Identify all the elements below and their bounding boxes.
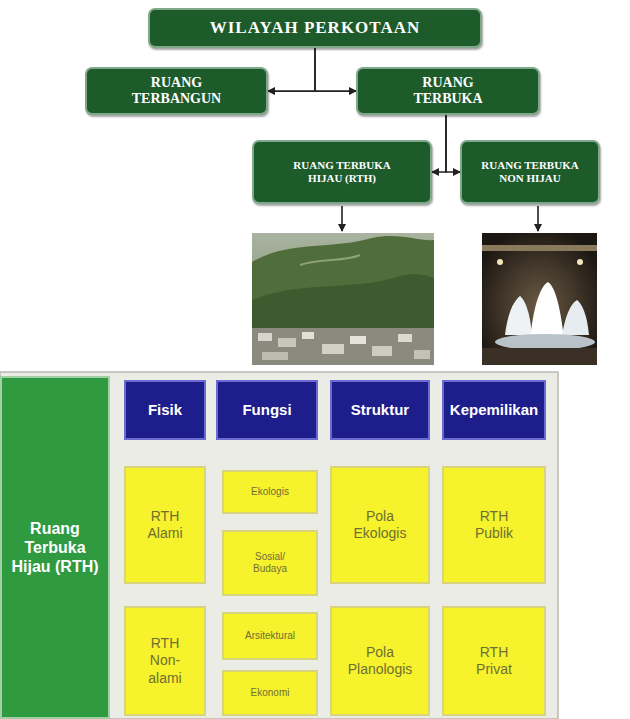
box-label: Pola Ekologis — [345, 508, 415, 543]
category-band: Ruang Terbuka Hijau (RTH) — [0, 376, 110, 719]
box-label: Arsitektural — [245, 630, 295, 642]
ceiling-lights — [482, 245, 597, 251]
water-jet — [505, 296, 532, 335]
building — [302, 332, 314, 339]
box-label: Ekonomi — [251, 687, 290, 699]
box-label: RTH Privat — [464, 644, 524, 679]
header-box: Struktur — [330, 380, 430, 440]
item-box: RTH Alami — [124, 466, 206, 584]
photo-ground — [252, 233, 434, 365]
pool — [495, 334, 595, 350]
photo-arrow — [341, 206, 343, 231]
lamp — [497, 259, 503, 265]
building — [322, 344, 344, 354]
water-jet — [530, 282, 564, 340]
box-label: Fisik — [148, 401, 182, 419]
header-box: Fungsi — [216, 380, 318, 440]
item-box: Pola Planologis — [330, 606, 430, 716]
lamp — [577, 259, 583, 265]
building — [278, 338, 296, 347]
building — [398, 334, 412, 342]
header-box: Kepemilikan — [442, 380, 546, 440]
box-label: Ekologis — [251, 486, 289, 498]
box-label: Struktur — [351, 401, 409, 419]
process-box: RUANG TERBUKA — [356, 67, 540, 115]
box-label: Kepemilikan — [450, 401, 538, 419]
item-box: Ekonomi — [222, 670, 318, 716]
floor — [482, 348, 597, 365]
item-box: RTH Non-alami — [124, 606, 206, 716]
item-box: Arsitektural — [222, 612, 318, 660]
building — [350, 336, 366, 344]
table-panel — [0, 372, 558, 719]
aerial-photo — [252, 233, 434, 365]
item-box: Pola Ekologis — [330, 466, 430, 584]
process-box: RUANG TERBUKA HIJAU (RTH) — [252, 140, 432, 204]
item-box: RTH Privat — [442, 606, 546, 716]
photo-ground — [482, 233, 597, 365]
connector-arrow — [315, 48, 356, 91]
box-label: Sosial/ Budaya — [245, 551, 295, 575]
connector-arrow — [268, 48, 315, 91]
building — [372, 346, 392, 356]
process-box: RUANG TERBUKA NON HIJAU — [460, 140, 600, 204]
box-label: Ruang Terbuka Hijau (RTH) — [10, 519, 100, 577]
box-label: RUANG TERBUKA — [393, 75, 503, 107]
item-box: Ekologis — [222, 470, 318, 514]
box-label: RUANG TERBUKA HIJAU (RTH) — [287, 159, 397, 184]
box-label: RUANG TERBUKA NON HIJAU — [480, 159, 580, 184]
photo-arrow — [537, 206, 539, 231]
box-label: RTH Non-alami — [135, 635, 195, 688]
process-box: RUANG TERBANGUN — [85, 67, 268, 115]
town — [252, 328, 434, 365]
header-box: Fisik — [124, 380, 206, 440]
box-label: WILAYAH PERKOTAAN — [210, 18, 421, 38]
water-jet — [562, 300, 589, 335]
connector-arrow — [432, 115, 446, 172]
box-label: Pola Planologis — [340, 644, 420, 679]
box-label: RTH Publik — [464, 508, 524, 543]
road — [300, 255, 360, 265]
fountain-photo — [482, 233, 597, 365]
building — [258, 333, 272, 341]
item-box: Sosial/ Budaya — [222, 530, 318, 596]
box-label: RUANG TERBANGUN — [122, 75, 232, 107]
connector-arrow — [446, 115, 460, 172]
item-box: RTH Publik — [442, 466, 546, 584]
title-box: WILAYAH PERKOTAAN — [148, 8, 482, 48]
building — [262, 352, 288, 360]
box-label: RTH Alami — [135, 508, 195, 543]
box-label: Fungsi — [242, 401, 291, 419]
building — [414, 350, 430, 359]
